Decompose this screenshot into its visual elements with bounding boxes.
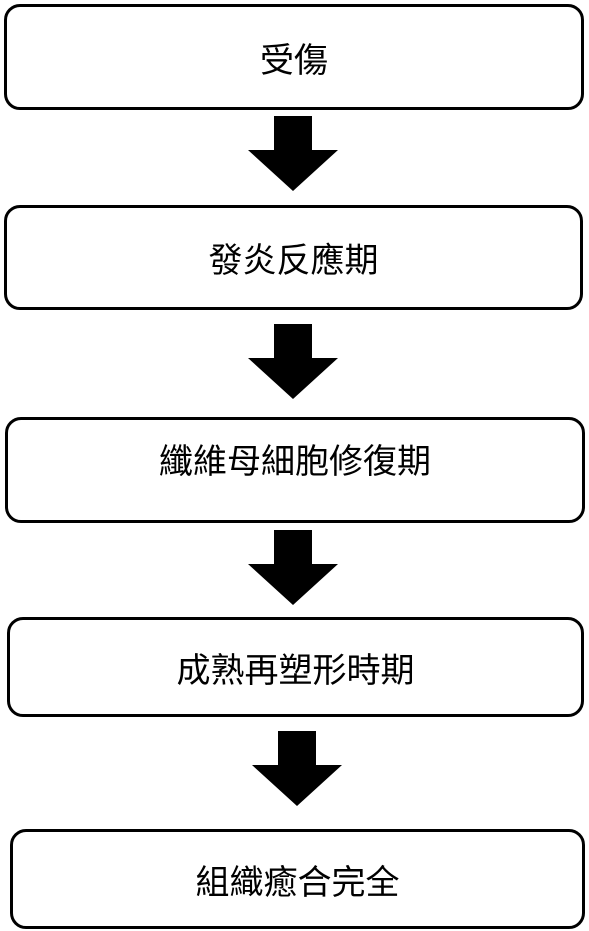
step-box-inflammatory-phase: 發炎反應期	[4, 205, 583, 310]
step-label: 纖維母細胞修復期	[159, 442, 431, 482]
step-label: 發炎反應期	[208, 241, 379, 281]
step-box-tissue-fully-healed: 組織癒合完全	[10, 829, 585, 929]
step-label: 組織癒合完全	[195, 862, 400, 903]
down-arrow-icon	[248, 530, 338, 605]
step-label: 受傷	[260, 40, 328, 81]
step-label: 成熟再塑形時期	[176, 650, 415, 691]
step-box-fibroblast-repair-phase: 纖維母細胞修復期	[5, 417, 585, 523]
down-arrow-icon	[248, 116, 338, 191]
down-arrow-icon	[252, 731, 342, 806]
step-box-injury: 受傷	[4, 4, 584, 110]
down-arrow-icon	[248, 324, 338, 399]
step-box-maturation-remodeling-phase: 成熟再塑形時期	[7, 617, 584, 717]
